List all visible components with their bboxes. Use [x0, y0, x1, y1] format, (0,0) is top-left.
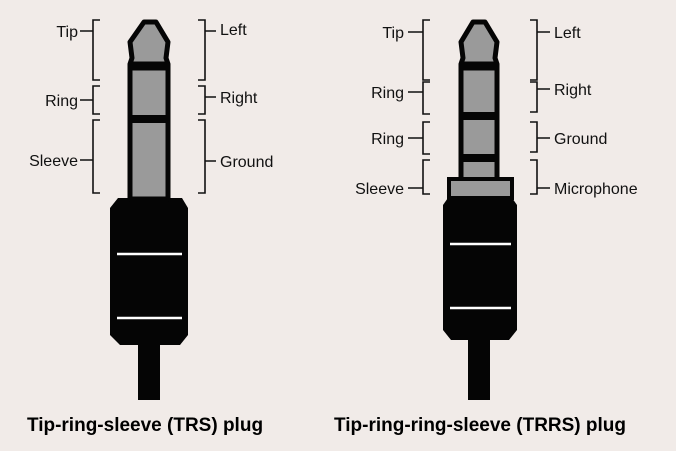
trrs-sleeve-collar [447, 177, 514, 200]
trrs-ring1-bracket [408, 81, 430, 115]
trs-right-bracket [198, 85, 216, 115]
trrs-label-microphone: Microphone [554, 181, 638, 198]
trs-tip-bracket [80, 19, 100, 81]
trs-label-ground: Ground [220, 154, 273, 171]
trrs-right-bracket [530, 81, 550, 113]
trrs-sleeve-bracket [408, 159, 430, 195]
trrs-tip-bracket [408, 19, 430, 81]
trs-plug: Tip Ring Sleeve Left Right Ground Tip-ri… [27, 19, 273, 436]
trrs-label-tip: Tip [382, 25, 404, 42]
trs-label-left: Left [220, 22, 247, 39]
trrs-plug: Tip Ring Ring Sleeve Left Right Ground M… [334, 19, 638, 436]
trs-ground-bracket [198, 119, 216, 194]
trrs-label-ring-2: Ring [371, 131, 404, 148]
trrs-left-bracket [530, 19, 550, 81]
trs-cable [138, 335, 160, 400]
trs-plug-body [110, 198, 188, 345]
trrs-microphone-bracket [530, 159, 550, 195]
trs-ring-bracket [80, 85, 100, 115]
trrs-label-left: Left [554, 25, 581, 42]
trrs-caption: Tip-ring-ring-sleeve (TRRS) plug [334, 415, 626, 436]
trrs-label-ring-1: Ring [371, 85, 404, 102]
trrs-label-sleeve: Sleeve [355, 181, 404, 198]
trrs-cable [468, 330, 490, 400]
trrs-label-ground: Ground [554, 131, 607, 148]
trrs-label-right: Right [554, 82, 592, 99]
trrs-ring2-bracket [408, 121, 430, 155]
trs-caption: Tip-ring-sleeve (TRS) plug [27, 415, 263, 436]
trs-label-ring: Ring [45, 93, 78, 110]
trs-shaft [127, 19, 171, 202]
trs-label-tip: Tip [56, 24, 78, 41]
trrs-ground-bracket [530, 121, 550, 153]
trs-left-bracket [198, 19, 216, 81]
trs-sleeve-bracket [80, 119, 100, 194]
trs-label-sleeve: Sleeve [29, 153, 78, 170]
trrs-plug-body [443, 195, 517, 340]
trs-label-right: Right [220, 90, 258, 107]
